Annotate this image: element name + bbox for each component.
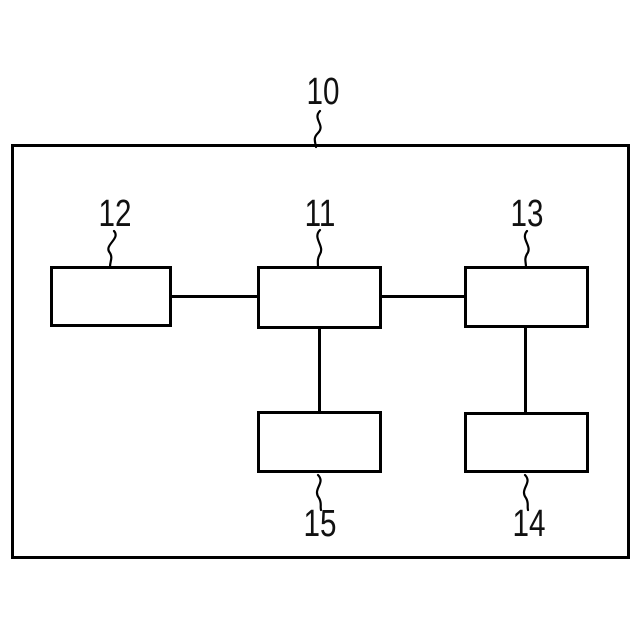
block-box-11 <box>257 266 382 329</box>
leader-line-10 <box>313 109 322 149</box>
block-box-12 <box>50 266 172 327</box>
ref-label-10: 10 <box>306 71 340 113</box>
connector-box11-box13 <box>381 295 465 298</box>
block-box-13 <box>464 266 589 328</box>
ref-label-13: 13 <box>510 193 544 235</box>
connector-box13-box14 <box>524 327 527 413</box>
connector-box12-box11 <box>171 295 258 298</box>
connector-box11-box15 <box>318 328 321 412</box>
ref-label-12: 12 <box>98 193 132 235</box>
block-box-14 <box>464 412 589 473</box>
ref-label-15: 15 <box>303 503 337 545</box>
block-box-15 <box>257 411 382 473</box>
ref-label-14: 14 <box>512 503 546 545</box>
ref-label-11: 11 <box>304 193 336 235</box>
